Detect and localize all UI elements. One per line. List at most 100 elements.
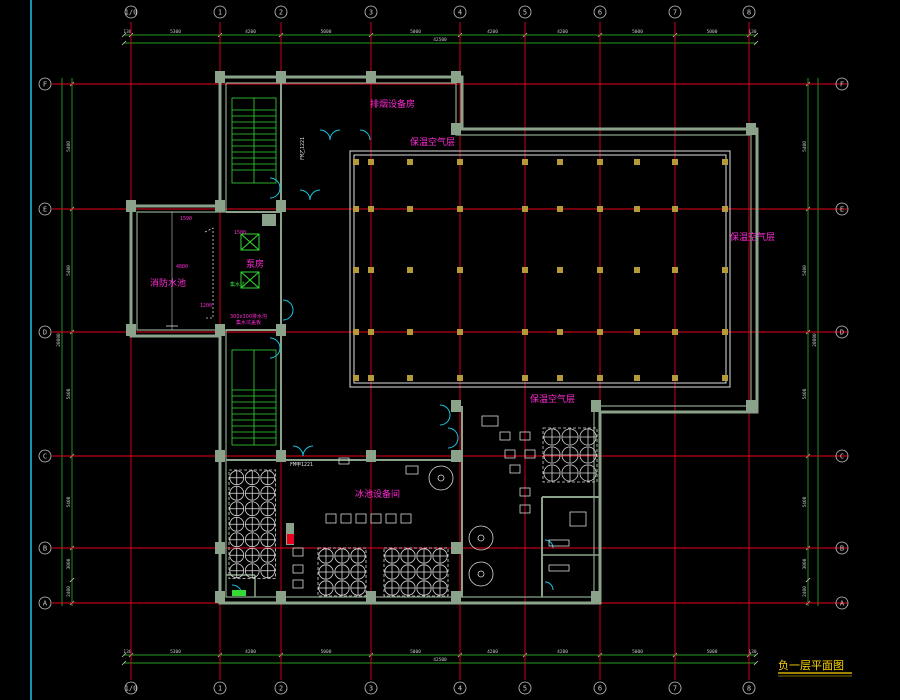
pool-pier xyxy=(457,375,463,381)
dim-text: 130 xyxy=(123,649,131,655)
dim-text: 2400 xyxy=(66,586,72,597)
panel-box xyxy=(548,564,570,572)
dim-text-total: 28000 xyxy=(56,333,62,347)
pool-pier xyxy=(557,375,563,381)
machine-box xyxy=(292,547,304,557)
dim-text: 5400 xyxy=(66,141,72,152)
green-marker xyxy=(232,590,246,596)
pool-pier xyxy=(522,267,528,273)
axis-bubble xyxy=(213,681,227,695)
ice-storage-tanks-left xyxy=(228,469,276,579)
pool-pier xyxy=(634,375,640,381)
equipment-box xyxy=(400,513,412,524)
dim-text: 130 xyxy=(748,29,756,35)
axis-bubble xyxy=(364,681,378,695)
door-icon xyxy=(447,427,459,449)
ice-pool-outer xyxy=(349,150,731,388)
pool-pier xyxy=(457,329,463,335)
axis-label-y: D xyxy=(840,329,844,337)
pump-hub xyxy=(437,474,445,482)
dim-tick xyxy=(121,652,127,658)
column-post xyxy=(215,324,225,336)
axis-label-x: 5 xyxy=(523,9,527,17)
pool-pier xyxy=(368,375,374,381)
room-label-ice: 冰池设备间 xyxy=(355,488,400,500)
axis-bubble xyxy=(593,681,607,695)
pool-pier xyxy=(368,206,374,212)
pool-pier xyxy=(407,206,413,212)
column-post xyxy=(126,200,136,212)
axis-bubble xyxy=(38,596,52,610)
column-post xyxy=(746,123,756,135)
dim-text: 5000 xyxy=(410,649,421,655)
axis-bubble xyxy=(274,681,288,695)
pool-pier xyxy=(353,206,359,212)
machine-box xyxy=(524,449,536,459)
axis-label-x: 1 xyxy=(218,9,222,17)
column-post xyxy=(276,71,286,83)
axis-bubble xyxy=(124,5,138,19)
pool-pier xyxy=(557,329,563,335)
dim-tick xyxy=(69,577,75,583)
column-post xyxy=(366,71,376,83)
dim-tick xyxy=(753,660,759,666)
axis-bubble xyxy=(38,202,52,216)
stair-upper xyxy=(231,97,277,184)
axis-label-x: 4 xyxy=(458,9,462,17)
pool-pier xyxy=(597,267,603,273)
axis-bubble xyxy=(835,202,849,216)
axis-label-y: C xyxy=(840,453,844,461)
axis-bubble xyxy=(38,325,52,339)
doors xyxy=(231,129,554,596)
column-post xyxy=(276,591,286,603)
equipment-box xyxy=(355,513,367,524)
pool-pier xyxy=(634,159,640,165)
structural-columns xyxy=(126,71,756,603)
axis-label-x: 7 xyxy=(673,685,677,693)
dim-text: 2400 xyxy=(802,586,808,597)
pool-pier xyxy=(522,329,528,335)
pool-pier xyxy=(522,159,528,165)
pool-pier xyxy=(368,267,374,273)
red-marker xyxy=(287,534,294,544)
axis-bubble xyxy=(38,541,52,555)
dim-text: 4200 xyxy=(487,649,498,655)
dim-text: 130 xyxy=(123,29,131,35)
pool-pier xyxy=(407,267,413,273)
column-post xyxy=(746,400,756,412)
axis-bubble xyxy=(38,449,52,463)
dim-text: 4200 xyxy=(557,649,568,655)
machine-box xyxy=(292,564,304,574)
machine-box xyxy=(504,449,516,459)
axis-label-x: 4 xyxy=(458,685,462,693)
axis-bubble xyxy=(453,5,467,19)
tank-outline xyxy=(383,547,449,597)
axis-bubble xyxy=(593,5,607,19)
pool-pier xyxy=(353,329,359,335)
axis-bubble xyxy=(835,325,849,339)
column-post xyxy=(276,450,286,462)
machine-box xyxy=(519,504,531,514)
dim-tick xyxy=(753,32,759,38)
dim-text-total: 42500 xyxy=(433,657,447,663)
pool-pier xyxy=(557,206,563,212)
axis-bubble xyxy=(742,681,756,695)
axis-label-x: 2 xyxy=(279,9,283,17)
pool-pier xyxy=(634,267,640,273)
axis-bubble xyxy=(364,5,378,19)
pool-pier xyxy=(522,206,528,212)
machine-box xyxy=(519,487,531,497)
pool-pier xyxy=(407,375,413,381)
door-icon xyxy=(544,539,554,549)
axis-bubble xyxy=(518,681,532,695)
dim-text: 5400 xyxy=(66,496,72,507)
door-icon xyxy=(269,337,281,359)
equipment-box xyxy=(385,513,397,524)
axis-label-x: 8 xyxy=(747,9,751,17)
dim-text: 4200 xyxy=(557,29,568,35)
labels: 排烟设备房 保温空气层 保温空气层 保温空气层 消防水池 泵房 冰池设备间 30… xyxy=(150,98,852,677)
door-tag: FM乙1221 xyxy=(299,137,306,160)
pool-pier xyxy=(672,159,678,165)
axis-label-y: B xyxy=(840,545,844,553)
